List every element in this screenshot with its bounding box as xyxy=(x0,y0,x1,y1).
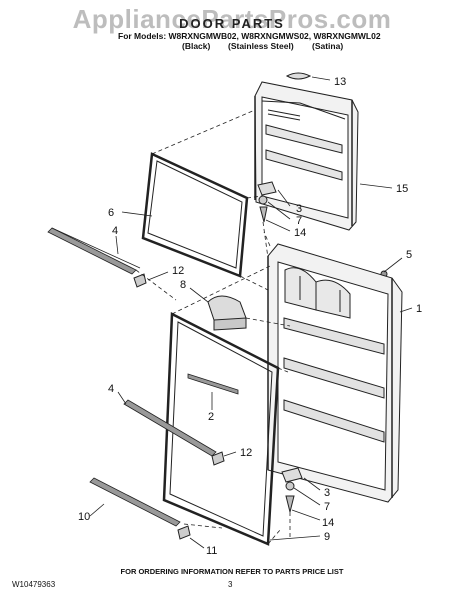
callout-12-lower: 12 xyxy=(240,447,252,459)
part-4-lower-strip xyxy=(123,399,217,457)
callout-15: 15 xyxy=(396,183,408,195)
ordering-info: FOR ORDERING INFORMATION REFER TO PARTS … xyxy=(120,567,344,576)
part-11-bottom-clip xyxy=(177,525,191,540)
callout-7-upper: 7 xyxy=(296,215,302,227)
callout-10: 10 xyxy=(78,511,90,523)
part-8-shelf-bin xyxy=(207,295,247,331)
callout-3-lower: 3 xyxy=(324,487,330,499)
finish-stainless: (Stainless Steel) xyxy=(228,41,294,51)
callout-5: 5 xyxy=(406,249,412,261)
callout-labels: 13 15 6 3 7 14 4 12 5 8 1 2 4 12 3 7 14 … xyxy=(78,76,422,557)
part-6-freezer-gasket xyxy=(141,152,249,278)
callout-11: 11 xyxy=(206,545,217,557)
part-9-fresh-food-gasket xyxy=(162,312,280,546)
part-10-bottom-strip xyxy=(89,477,181,527)
part-13-trim xyxy=(285,72,312,80)
part-12-lower-clip xyxy=(211,451,225,466)
page-title: DOOR PARTS xyxy=(179,16,285,31)
callout-14-lower: 14 xyxy=(322,517,334,529)
part-2-strip xyxy=(187,373,239,395)
page-number: 3 xyxy=(228,580,233,589)
model-list: For Models: W8RXNGMWB02, W8RXNGMWS02, W8… xyxy=(118,31,381,41)
part-4-upper-strip xyxy=(47,227,141,275)
callout-6: 6 xyxy=(108,207,114,219)
part-12-upper-clip xyxy=(133,273,147,288)
lower-hinge-assembly xyxy=(281,467,303,513)
part-1-fresh-food-door xyxy=(267,243,403,503)
callout-3-upper: 3 xyxy=(296,203,302,215)
alignment-lines xyxy=(135,109,291,545)
callout-1: 1 xyxy=(416,303,422,315)
callout-9: 9 xyxy=(324,531,330,543)
callout-7-lower: 7 xyxy=(324,501,330,513)
callout-8: 8 xyxy=(180,279,186,291)
callout-2: 2 xyxy=(208,411,214,423)
callout-13: 13 xyxy=(334,76,346,88)
finish-black: (Black) xyxy=(182,41,211,51)
callout-4-upper: 4 xyxy=(112,225,118,237)
finish-satina: (Satina) xyxy=(312,41,344,51)
watermark: AppliancePartsPros.com xyxy=(72,4,392,34)
callout-4-lower: 4 xyxy=(108,383,114,395)
callout-14-upper: 14 xyxy=(294,227,306,239)
upper-hinge-assembly xyxy=(257,181,277,223)
document-number: W10479363 xyxy=(12,580,56,589)
part-15-freezer-door xyxy=(254,81,359,231)
callout-12-upper: 12 xyxy=(172,265,184,277)
leader-lines xyxy=(89,76,413,549)
